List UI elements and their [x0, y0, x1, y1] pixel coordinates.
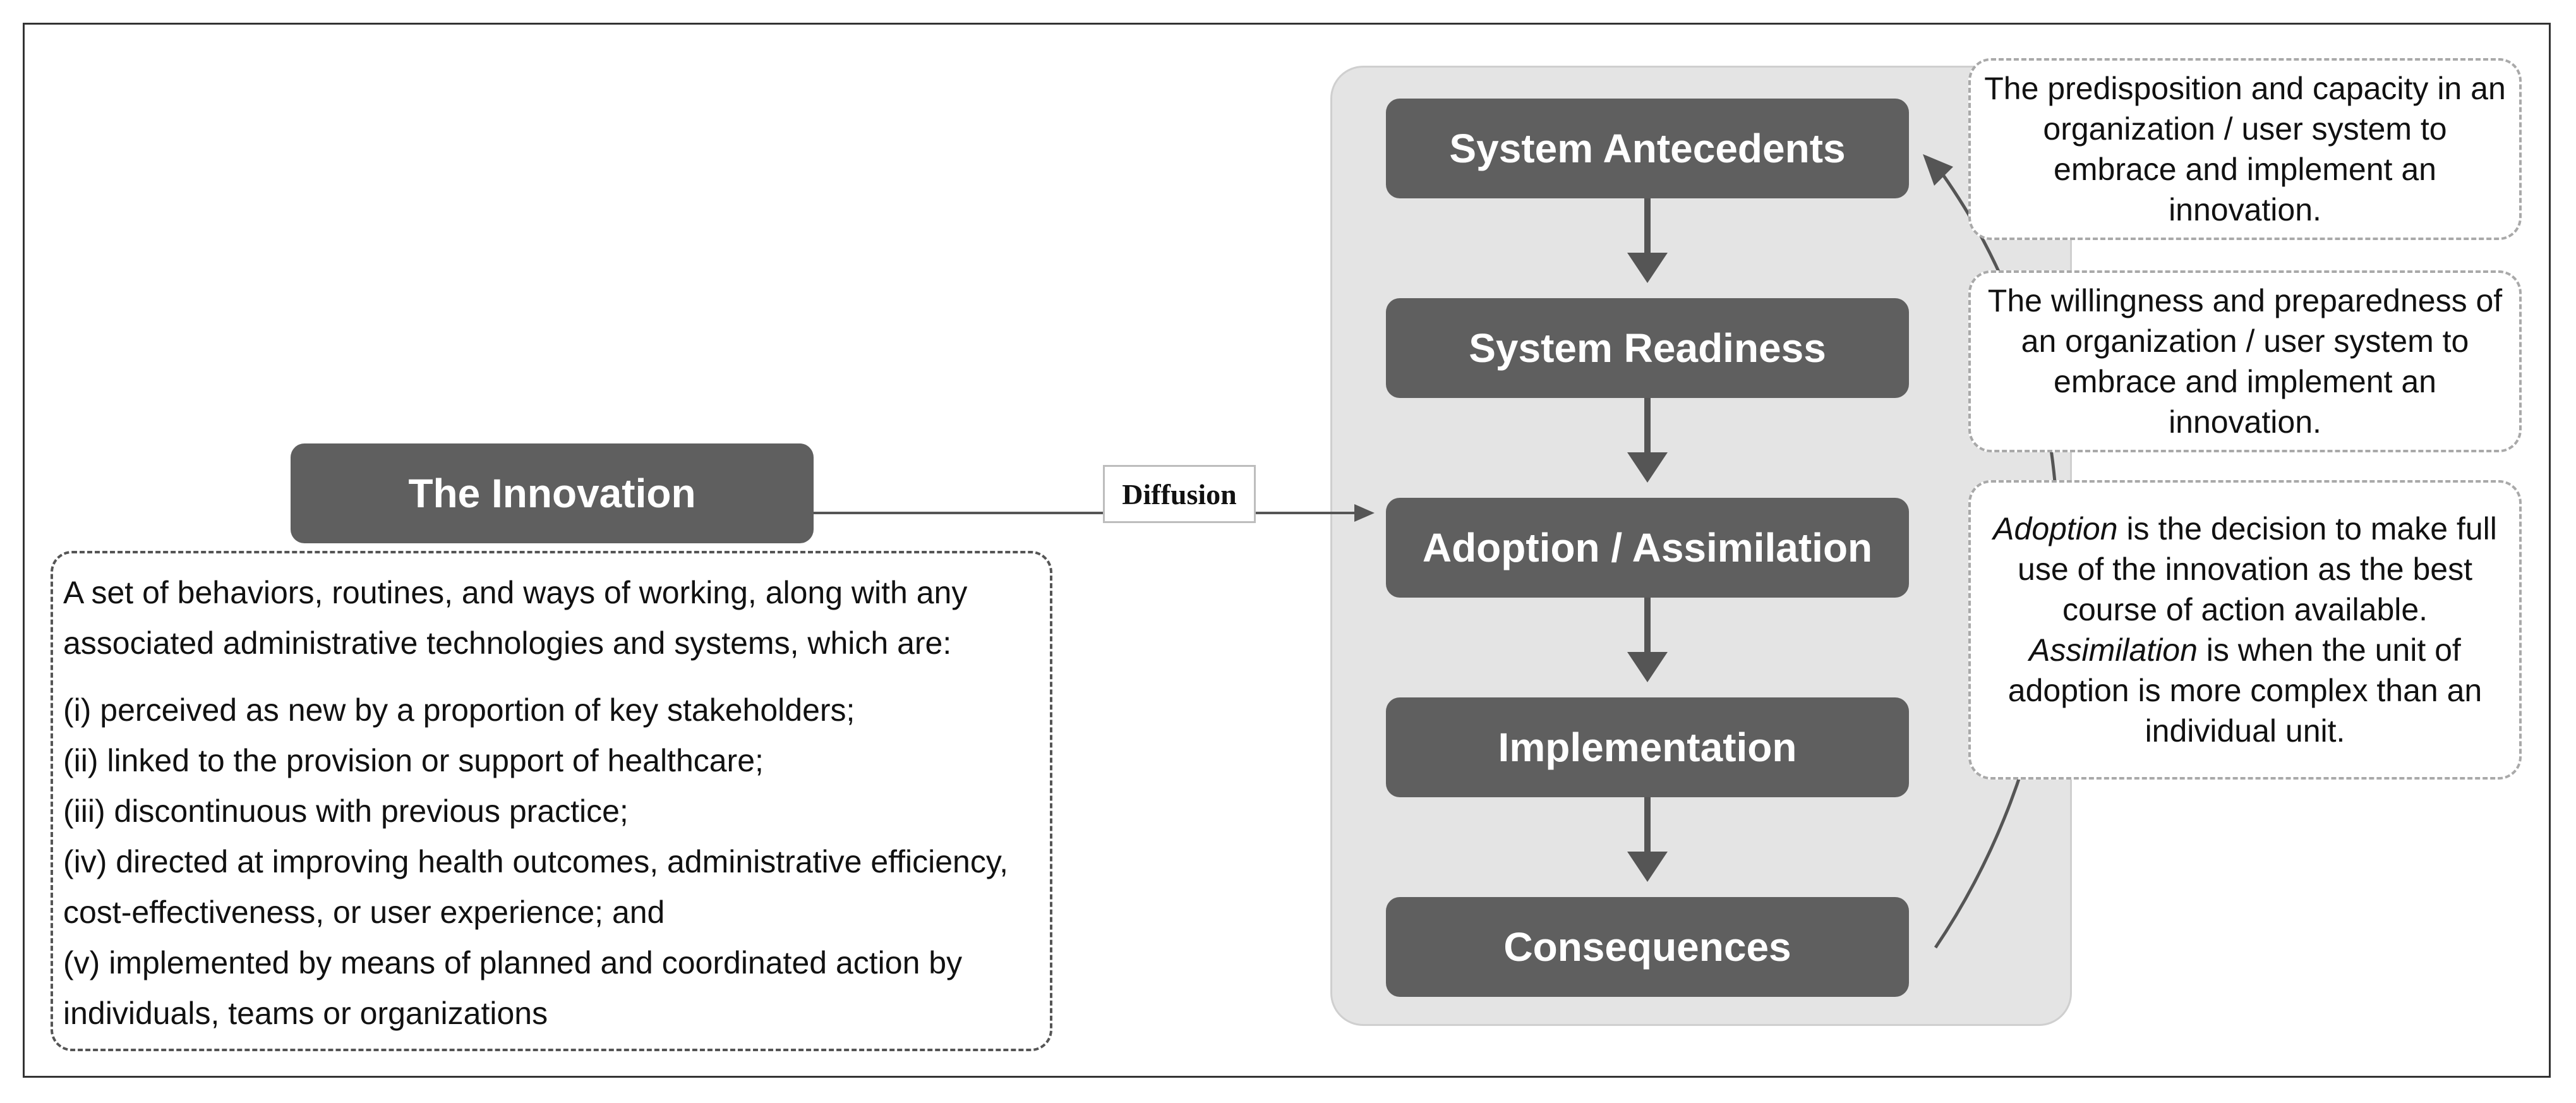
innovation-box: The Innovation [291, 443, 814, 543]
definition-intro: A set of behaviors, routines, and ways o… [63, 575, 968, 661]
assimilation-definition: is when the unit of adoption is more com… [2007, 632, 2483, 749]
stage-system-readiness: System Readiness [1386, 298, 1909, 398]
stage-adoption-assimilation: Adoption / Assimilation [1386, 498, 1909, 598]
stage-arrowhead-1 [1627, 253, 1668, 283]
assimilation-term: Assimilation [2029, 632, 2198, 668]
stage-arrowhead-2 [1627, 452, 1668, 483]
stage-system-antecedents: System Antecedents [1386, 99, 1909, 198]
feedback-arrowhead [1923, 154, 1953, 186]
note-antecedents-text: The predisposition and capacity in an or… [1984, 71, 2506, 227]
note-antecedents: The predisposition and capacity in an or… [1968, 58, 2522, 240]
note-readiness-text: The willingness and preparedness of an o… [1987, 283, 2503, 440]
definition-item-4: (iv) directed at improving health outcom… [63, 844, 1009, 930]
diffusion-arrowhead [1354, 504, 1375, 522]
stage-arrowhead-3 [1627, 652, 1668, 682]
stage-arrowhead-4 [1627, 852, 1668, 882]
definition-item-5: (v) implemented by means of planned and … [63, 945, 963, 1031]
stage-implementation: Implementation [1386, 697, 1909, 797]
definition-item-2: (ii) linked to the provision or support … [63, 743, 764, 778]
stage-arrows [1627, 198, 1668, 882]
note-adoption-text: Adoption is the decision to make full us… [1980, 509, 2510, 751]
adoption-definition: is the decision to make full use of the … [2018, 511, 2497, 627]
definition-item-3: (iii) discontinuous with previous practi… [63, 793, 629, 829]
adoption-term: Adoption [1993, 511, 2118, 546]
stage-consequences: Consequences [1386, 897, 1909, 997]
note-readiness: The willingness and preparedness of an o… [1968, 270, 2522, 452]
figure-frame [23, 23, 2551, 1078]
definition-item-1: (i) perceived as new by a proportion of … [63, 692, 855, 728]
innovation-definition-box: A set of behaviors, routines, and ways o… [51, 551, 1052, 1051]
diffusion-label: Diffusion [1103, 465, 1256, 523]
note-adoption: Adoption is the decision to make full us… [1968, 480, 2522, 780]
